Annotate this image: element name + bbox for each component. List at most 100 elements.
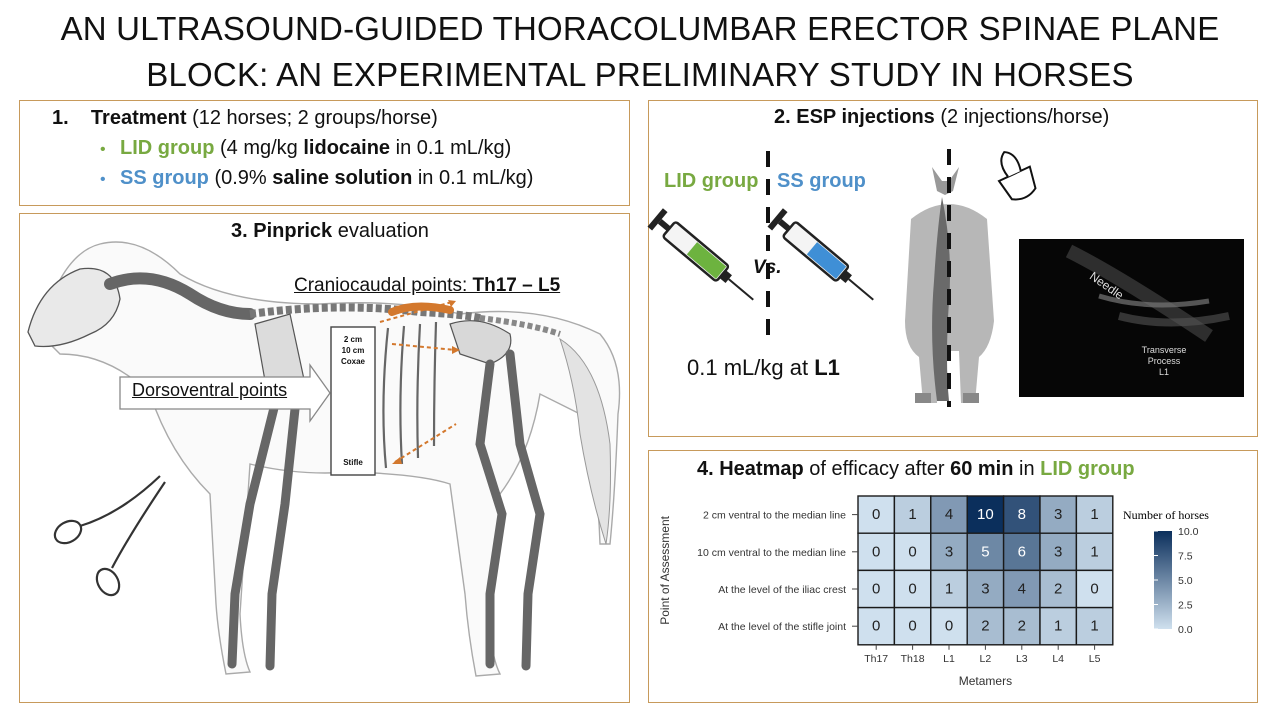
- ss-drug: saline solution: [272, 167, 413, 189]
- heatmap-x-tick-label: Th17: [864, 653, 888, 665]
- heatmap-cell-value: 0: [872, 581, 880, 598]
- dorsoventral-box-labels: 2 cm 10 cm Coxae: [331, 334, 375, 367]
- treatment-panel: 1. Treatment (12 horses; 2 groups/horse)…: [19, 100, 630, 206]
- heatmap-heading-in: in: [1013, 458, 1041, 480]
- heatmap-cell: [966, 569, 1005, 609]
- ss-post: in 0.1 mL/kg): [412, 167, 534, 189]
- hemostat-icon: [53, 475, 166, 597]
- heatmap-x-tick-label: L3: [1016, 653, 1028, 665]
- esp-lid-label: LID group: [664, 170, 759, 192]
- heatmap-cell: [1039, 495, 1078, 534]
- heatmap-cell-value: 1: [1090, 618, 1098, 635]
- tail-hair: [559, 337, 611, 545]
- heatmap-x-tick-label: L1: [943, 653, 955, 665]
- heatmap-y-tick-label: 2 cm ventral to the median line: [703, 510, 846, 522]
- heatmap-heading: 4. Heatmap of efficacy after 60 min in L…: [697, 458, 1135, 481]
- heatmap-x-tick-label: L5: [1089, 653, 1101, 665]
- dorsoventral-label: Dorsoventral points: [132, 380, 288, 400]
- pinprick-heading-rest: evaluation: [332, 220, 429, 242]
- ss-group-bullet: •SS group (0.9% saline solution in 0.1 m…: [100, 167, 533, 190]
- heatmap-cell: [1075, 532, 1114, 572]
- treatment-heading: 1. Treatment (12 horses; 2 groups/horse): [52, 107, 438, 130]
- bullet-dot-icon: •: [100, 171, 106, 188]
- heatmap-cell-value: 5: [981, 543, 989, 560]
- heatmap-cell-value: 2: [1018, 618, 1026, 635]
- heatmap-x-tick-labels: Th17 Th18 L1 L2 L3 L4 L5: [864, 644, 1101, 665]
- heatmap-cell: [966, 606, 1005, 646]
- dose-label: 0.1 mL/kg at L1: [687, 355, 840, 381]
- heatmap-cell-value: 0: [872, 506, 880, 523]
- heatmap-cell-value: 4: [945, 506, 953, 523]
- craniocaudal-label: Craniocaudal points: Th17 – L5: [294, 275, 560, 297]
- lumbar-highlight: [388, 302, 454, 316]
- dorsoventral-box: [330, 326, 376, 476]
- heatmap-cell-value: 1: [1054, 618, 1062, 635]
- heatmap-cell: [1075, 606, 1114, 646]
- pinprick-heading-bold: 3. Pinprick: [231, 220, 333, 242]
- heatmap-legend-ticks: 10.07.55.02.50.0: [1154, 526, 1199, 636]
- heatmap-cell: [930, 495, 968, 534]
- heatmap-x-tick-label: Th18: [901, 653, 925, 665]
- esp-heading-detail: (2 injections/horse): [940, 106, 1110, 128]
- front-legs: [227, 399, 300, 671]
- heatmap-x-tick-label: L2: [980, 653, 992, 665]
- heatmap-cell: [1002, 532, 1041, 572]
- us-transverse-process-label: Transverse Process L1: [1139, 345, 1189, 378]
- heatmap-cell: [893, 495, 932, 534]
- heatmap-cell-value: 3: [1054, 506, 1062, 523]
- esp-ss-label: SS group: [777, 170, 866, 192]
- heatmap-cell-value: 10: [977, 506, 994, 523]
- us-tp-line1: Transverse: [1141, 345, 1187, 355]
- heatmap-cell-value: 0: [908, 581, 916, 598]
- dose-site: L1: [814, 355, 840, 380]
- heatmap-y-tick-label: At the level of the stifle joint: [718, 621, 846, 633]
- treatment-detail: (12 horses; 2 groups/horse): [192, 107, 438, 129]
- heatmap-y-axis-title: Point of Assessment: [658, 515, 672, 624]
- heatmap-x-tick-label: L4: [1052, 653, 1064, 665]
- lid-post: in 0.1 mL/kg): [390, 137, 512, 159]
- heatmap-cell-value: 3: [945, 543, 953, 560]
- heatmap-cell-value: 1: [908, 506, 916, 523]
- heatmap-legend-tick-label: 5.0: [1178, 575, 1193, 587]
- heatmap-cell-value: 3: [981, 581, 989, 598]
- treatment-number: 1.: [52, 107, 69, 129]
- heatmap-cell-value: 0: [908, 618, 916, 635]
- lid-group-bullet: •LID group (4 mg/kg lidocaine in 0.1 mL/…: [100, 137, 511, 160]
- heatmap-cell-value: 0: [1090, 581, 1098, 598]
- heatmap-cell-value: 2: [981, 618, 989, 635]
- heatmap-cell-value: 3: [1054, 543, 1062, 560]
- lid-drug: lidocaine: [303, 137, 391, 159]
- pinprick-panel: 3. Pinprick evaluation Craniocaudal poin…: [19, 213, 630, 703]
- horse-skeleton-illustration: [27, 241, 621, 677]
- heatmap-cell-value: 0: [908, 543, 916, 560]
- skull-shape: [27, 267, 121, 348]
- box-10cm-label: 10 cm: [341, 346, 365, 355]
- craniocaudal-range: Th17 – L5: [472, 275, 561, 296]
- ss-group-name: SS group: [120, 167, 209, 189]
- craniocaudal-pre: Craniocaudal points:: [294, 275, 473, 296]
- heatmap-cell: [1039, 532, 1078, 572]
- heatmap-heading-time: 60 min: [950, 458, 1014, 480]
- heatmap-panel: 4. Heatmap of efficacy after 60 min in L…: [648, 450, 1258, 703]
- heatmap-cell-value: 2: [1054, 581, 1062, 598]
- heatmap-legend-gradient: [1154, 531, 1172, 629]
- heatmap-cell-value: 1: [1090, 543, 1098, 560]
- heatmap-x-axis-title: Metamers: [959, 674, 1012, 688]
- heatmap-heading-bold: 4. Heatmap: [697, 458, 804, 480]
- heatmap-legend-title: Number of horses: [1123, 508, 1209, 522]
- esp-illustration: [647, 149, 1244, 407]
- heatmap-heading-mid: of efficacy after: [803, 458, 951, 480]
- heatmap-cell: [1002, 606, 1041, 646]
- heatmap-legend-tick-label: 0.0: [1178, 624, 1193, 636]
- esp-injections-panel: 2. ESP injections (2 injections/horse) L…: [647, 100, 1258, 437]
- lid-pre: (4 mg/kg: [220, 137, 304, 159]
- heatmap-cell-value: 8: [1018, 506, 1026, 523]
- dose-text: 0.1 mL/kg at: [687, 355, 815, 380]
- dorsoventral-arrow-icon: [119, 362, 331, 424]
- us-tp-line2: Process: [1147, 356, 1181, 366]
- heatmap-legend-tick-label: 10.0: [1178, 526, 1199, 538]
- neck-vertebrae: [104, 272, 256, 320]
- heatmap-cell-value: 1: [945, 581, 953, 598]
- horse-outline: [39, 241, 621, 677]
